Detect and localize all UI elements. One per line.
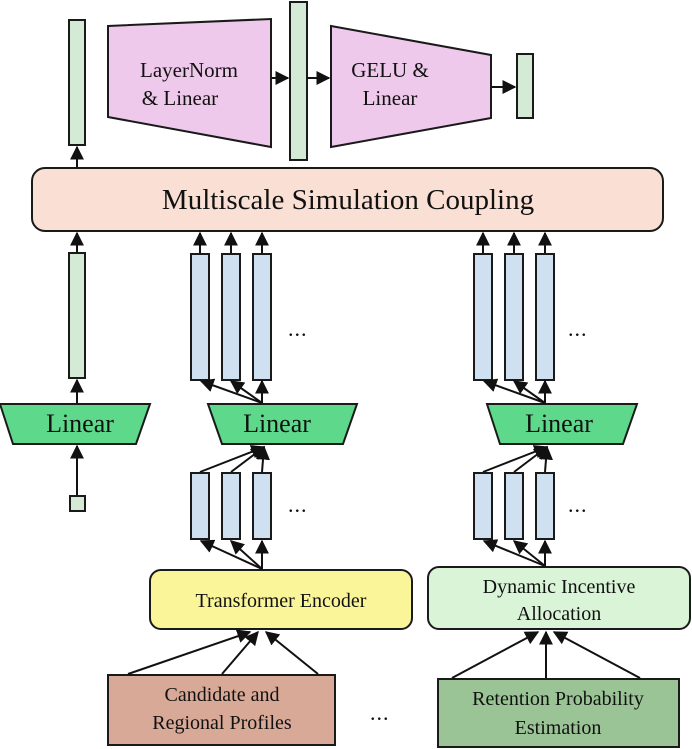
dynamic-incentive-block <box>427 566 691 630</box>
right-lower-bar-3 <box>535 472 555 540</box>
transformer-encoder-label: Transformer Encoder <box>196 590 367 612</box>
layernorm-linear-line2: & Linear <box>142 86 218 110</box>
arrow-middle-lower-1-to-linear <box>199 445 266 473</box>
hidden-expand-bar <box>289 1 308 161</box>
arrow-candidate-to-transformer-2 <box>221 630 259 675</box>
arrow-transformer-to-lower-2 <box>229 540 263 570</box>
transformer-encoder-block <box>149 569 413 630</box>
arrow-retention-to-dynamic-3 <box>552 631 641 679</box>
arrows <box>70 71 641 679</box>
right-branch: ... Linear ... Dynamic Incentive Allocat… <box>427 253 691 630</box>
dynamic-incentive-line1: Dynamic Incentive <box>483 576 636 598</box>
left-embedding-bar <box>68 252 86 379</box>
final-output-bar <box>516 53 534 119</box>
left-branch: Linear <box>0 252 152 512</box>
right-upper-bar-3 <box>535 253 555 381</box>
dynamic-incentive-line2: Allocation <box>517 603 601 625</box>
right-lower-bar-2 <box>504 472 524 540</box>
retention-probability-line2: Estimation <box>515 717 602 739</box>
arrow-middle-lower-2-to-linear <box>230 446 266 473</box>
middle-linear-label: Linear <box>243 409 311 438</box>
right-lower-ellipsis: ... <box>568 492 588 517</box>
arrow-middle-linear-to-upper-2 <box>229 380 263 404</box>
middle-upper-bar-1 <box>190 253 210 381</box>
middle-lower-ellipsis: ... <box>288 492 308 517</box>
mlp-head: LayerNorm & Linear GELU & Linear <box>68 1 534 161</box>
middle-linear-block <box>206 403 359 445</box>
right-upper-bar-1 <box>473 253 493 381</box>
left-input-token <box>69 495 86 512</box>
middle-upper-bar-3 <box>252 253 272 381</box>
arrow-right-linear-to-upper-1 <box>482 378 546 404</box>
middle-lower-bar-3 <box>252 472 272 540</box>
multiscale-coupling-label: Multiscale Simulation Coupling <box>162 184 534 216</box>
gelu-linear-line2: Linear <box>363 86 418 110</box>
candidate-profiles-block <box>107 674 336 746</box>
arrow-retention-to-dynamic-1 <box>451 631 540 679</box>
middle-lower-bar-2 <box>221 472 241 540</box>
right-upper-bar-2 <box>504 253 524 381</box>
layernorm-linear-line1: LayerNorm <box>140 58 238 82</box>
arrow-right-lower-3-to-linear <box>539 445 553 473</box>
middle-upper-ellipsis: ... <box>288 316 308 341</box>
arrow-right-lower-1-to-linear <box>482 445 549 473</box>
candidate-profiles-line2: Regional Profiles <box>152 712 292 734</box>
candidate-profiles-line1: Candidate and <box>165 684 280 706</box>
layernorm-linear-block <box>107 17 272 149</box>
gelu-linear-line1: GELU & <box>351 58 429 82</box>
right-linear-block <box>485 403 639 445</box>
left-linear-label: Linear <box>46 409 114 438</box>
arrow-transformer-to-lower-1 <box>199 539 263 570</box>
gelu-linear-block <box>330 24 492 149</box>
middle-branch: ... Linear ... Transformer Encoder <box>149 253 413 630</box>
arrow-dynamic-to-lower-2 <box>512 540 546 567</box>
inputs-ellipsis: ... <box>370 700 390 725</box>
output-token-bar <box>68 19 86 146</box>
right-lower-bar-1 <box>473 472 493 540</box>
middle-lower-bar-1 <box>190 472 210 540</box>
arrow-candidate-to-transformer-3 <box>264 631 319 675</box>
arrow-middle-linear-to-upper-1 <box>199 378 263 404</box>
arrow-right-linear-to-upper-2 <box>512 380 546 404</box>
middle-upper-bar-2 <box>221 253 241 381</box>
arrow-middle-lower-3-to-linear <box>256 445 270 473</box>
arrow-candidate-to-transformer-1 <box>127 629 252 675</box>
left-linear-block <box>0 403 152 445</box>
arrow-right-lower-2-to-linear <box>513 446 549 473</box>
right-linear-label: Linear <box>525 409 593 438</box>
multiscale-coupling-block <box>31 167 664 232</box>
retention-probability-line1: Retention Probability <box>472 688 644 710</box>
retention-probability-block <box>437 678 680 748</box>
arrow-dynamic-to-lower-1 <box>482 539 546 567</box>
right-upper-ellipsis: ... <box>568 316 588 341</box>
